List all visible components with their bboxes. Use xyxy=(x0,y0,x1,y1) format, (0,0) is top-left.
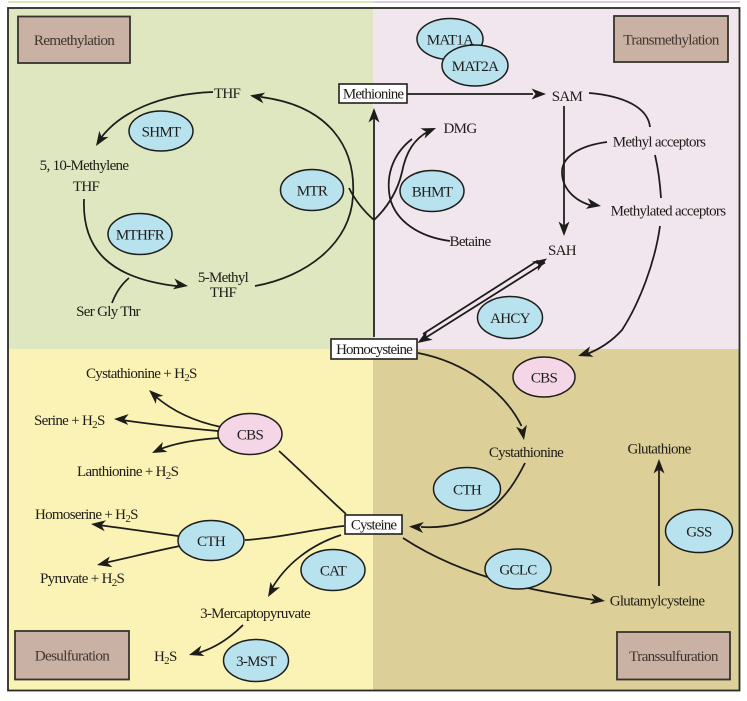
svg-text:Pyruvate + H2S: Pyruvate + H2S xyxy=(40,571,125,589)
svg-text:THF: THF xyxy=(214,86,241,102)
svg-text:Glutamylcysteine: Glutamylcysteine xyxy=(610,594,706,610)
svg-text:CBS: CBS xyxy=(237,428,264,444)
svg-text:Cysteine: Cysteine xyxy=(351,518,398,534)
svg-text:Ser Gly Thr: Ser Gly Thr xyxy=(76,304,140,320)
svg-text:CTH: CTH xyxy=(453,483,482,499)
svg-text:Methyl acceptors: Methyl acceptors xyxy=(613,135,706,151)
svg-text:5, 10-Methylene: 5, 10-Methylene xyxy=(40,158,130,174)
svg-text:MTR: MTR xyxy=(297,184,328,200)
svg-text:MAT2A: MAT2A xyxy=(452,59,499,75)
svg-text:Serine + H2S: Serine + H2S xyxy=(34,413,105,431)
svg-text:GSS: GSS xyxy=(686,525,712,541)
svg-text:CBS: CBS xyxy=(531,371,558,387)
svg-text:Desulfuration: Desulfuration xyxy=(35,648,111,665)
svg-text:Remethylation: Remethylation xyxy=(34,32,115,49)
svg-text:SAM: SAM xyxy=(552,89,583,105)
svg-text:GCLC: GCLC xyxy=(499,563,537,579)
svg-text:SAH: SAH xyxy=(548,243,577,259)
svg-text:Transsulfuration: Transsulfuration xyxy=(629,648,719,665)
svg-text:Lanthionine + H2S: Lanthionine + H2S xyxy=(77,464,179,482)
svg-text:Cystathionine: Cystathionine xyxy=(489,445,564,461)
svg-text:SHMT: SHMT xyxy=(142,125,181,141)
svg-text:Methylated acceptors: Methylated acceptors xyxy=(611,204,727,220)
svg-text:5-Methyl: 5-Methyl xyxy=(198,270,249,286)
svg-text:CTH: CTH xyxy=(197,534,226,550)
svg-text:Glutathione: Glutathione xyxy=(627,442,691,458)
svg-text:Cystathionine + H2S: Cystathionine + H2S xyxy=(86,366,197,384)
svg-text:Methionine: Methionine xyxy=(343,87,404,103)
svg-text:AHCY: AHCY xyxy=(490,311,531,327)
svg-text:DMG: DMG xyxy=(444,121,478,137)
svg-text:3-Mercaptopyruvate: 3-Mercaptopyruvate xyxy=(200,606,311,622)
svg-text:MTHFR: MTHFR xyxy=(116,228,165,244)
svg-text:Homocysteine: Homocysteine xyxy=(336,342,413,358)
svg-text:Betaine: Betaine xyxy=(450,234,492,250)
svg-text:THF: THF xyxy=(210,285,237,301)
svg-text:CAT: CAT xyxy=(320,564,347,580)
svg-text:THF: THF xyxy=(73,179,100,195)
svg-text:Transmethylation: Transmethylation xyxy=(623,32,720,49)
svg-text:BHMT: BHMT xyxy=(412,185,453,201)
svg-text:Homoserine + H2S: Homoserine + H2S xyxy=(35,507,138,525)
svg-text:3-MST: 3-MST xyxy=(236,654,276,670)
svg-text:MAT1A: MAT1A xyxy=(427,33,474,49)
svg-text:H2S: H2S xyxy=(154,649,177,667)
